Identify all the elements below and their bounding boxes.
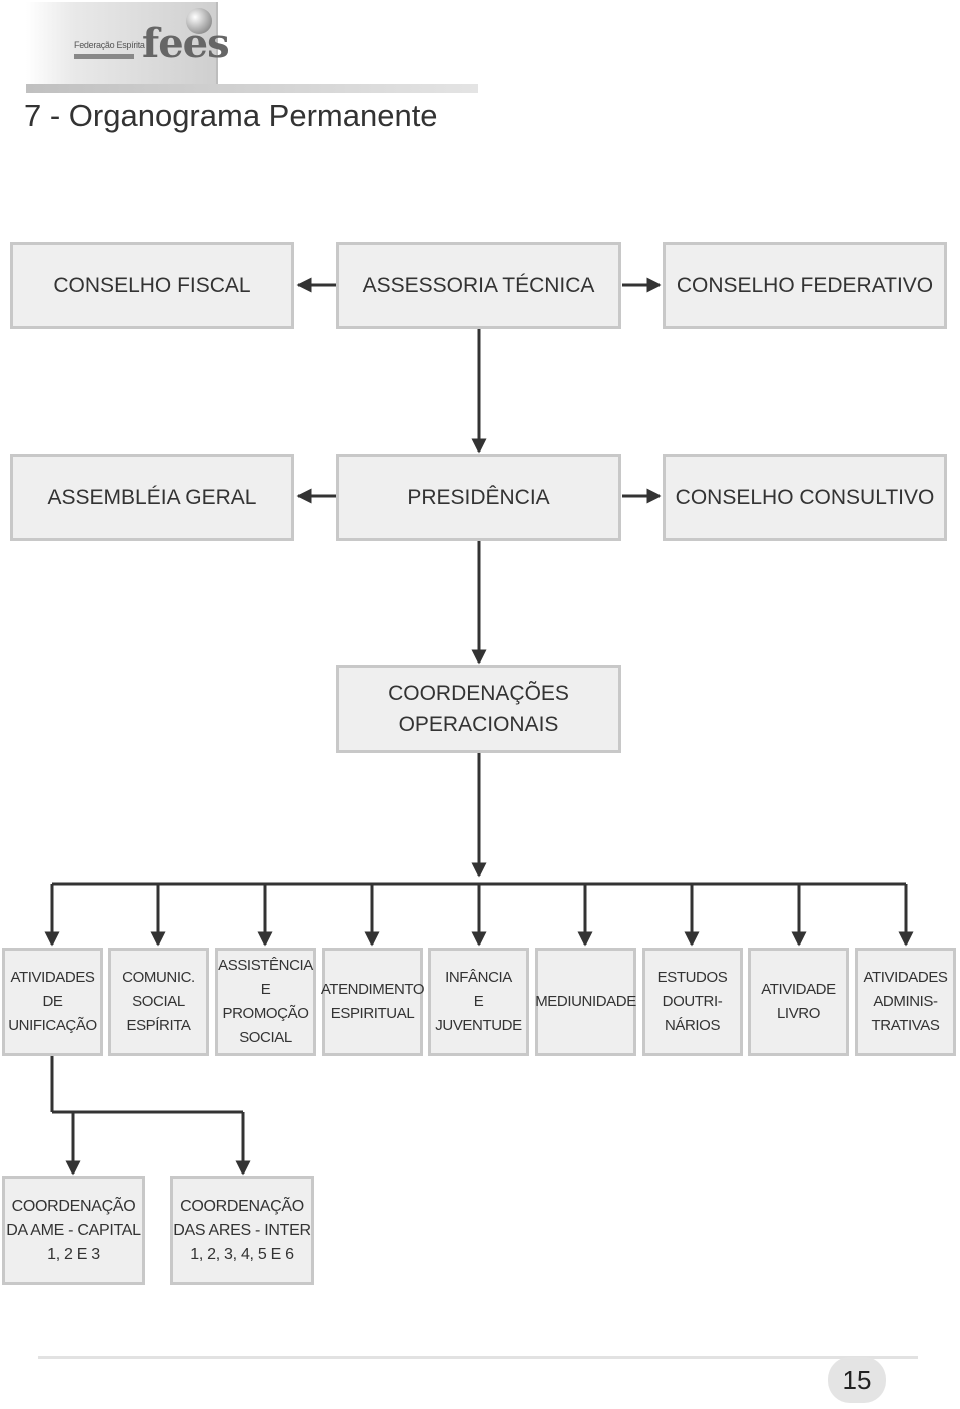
box-coordenacao-ares: COORDENAÇÃO DAS ARES - INTER 1, 2, 3, 4,…	[170, 1176, 314, 1285]
unit-label: ESTUDOS DOUTRI- NÁRIOS	[657, 969, 728, 1034]
logo-underline	[74, 54, 134, 59]
box-conselho-federativo: CONSELHO FEDERATIVO	[663, 242, 947, 329]
label-conselho-consultivo: CONSELHO CONSULTIVO	[675, 485, 935, 509]
sub-label: COORDENAÇÃO DA AME - CAPITAL 1, 2 E 3	[6, 1197, 141, 1263]
box-conselho-fiscal: CONSELHO FISCAL	[10, 242, 294, 329]
unit-label: ATIVIDADES DE UNIFICAÇÃO	[8, 969, 97, 1034]
unit-label: ATENDIMENTO ESPIRITUAL	[320, 981, 425, 1022]
box-coordenacoes-operacionais: COORDENAÇÕES OPERACIONAIS	[336, 665, 621, 753]
footer-line	[38, 1356, 918, 1359]
unit-estudos: ESTUDOS DOUTRI- NÁRIOS	[642, 948, 743, 1056]
globe-icon	[186, 8, 212, 34]
logo: Federação Espírita fees	[26, 2, 230, 84]
unit-mediunidade: MEDIUNIDADE	[535, 948, 636, 1056]
label-coordenacoes-line2: OPERACIONAIS	[398, 713, 559, 736]
box-coordenacao-ame: COORDENAÇÃO DA AME - CAPITAL 1, 2 E 3	[2, 1176, 145, 1285]
logo-small-text: Federação Espírita	[74, 40, 145, 50]
title-bar	[26, 84, 478, 93]
unit-atividades-administrativas: ATIVIDADES ADMINIS- TRATIVAS	[855, 948, 956, 1056]
unit-comunic-social: COMUNIC. SOCIAL ESPÍRITA	[108, 948, 209, 1056]
unit-label: ATIVIDADE LIVRO	[761, 981, 836, 1022]
label-assessoria-tecnica: ASSESSORIA TÉCNICA	[362, 273, 595, 297]
label-coordenacoes-line1: COORDENAÇÕES	[388, 682, 569, 705]
box-assembleia-geral: ASSEMBLÉIA GERAL	[10, 454, 294, 541]
unit-atendimento: ATENDIMENTO ESPIRITUAL	[320, 948, 425, 1056]
label-presidencia: PRESIDÊNCIA	[407, 485, 550, 509]
unit-infancia: INFÂNCIA E JUVENTUDE	[428, 948, 529, 1056]
unit-atividade-livro: ATIVIDADE LIVRO	[748, 948, 849, 1056]
unit-label: COMUNIC. SOCIAL ESPÍRITA	[122, 969, 195, 1034]
box-presidencia: PRESIDÊNCIA	[336, 454, 621, 541]
sub-label: COORDENAÇÃO DAS ARES - INTER 1, 2, 3, 4,…	[173, 1197, 311, 1263]
page-number: 15	[828, 1357, 886, 1403]
unit-assistencia: ASSISTÊNCIA E PROMOÇÃO SOCIAL	[215, 948, 316, 1056]
label-conselho-federativo: CONSELHO FEDERATIVO	[676, 273, 934, 297]
unit-atividades-unificacao: ATIVIDADES DE UNIFICAÇÃO	[2, 948, 103, 1056]
unit-label: MEDIUNIDADE	[535, 993, 636, 1010]
box-assessoria-tecnica: ASSESSORIA TÉCNICA	[336, 242, 621, 329]
label-assembleia-geral: ASSEMBLÉIA GERAL	[47, 485, 257, 509]
page-title: 7 - Organograma Permanente	[24, 98, 438, 133]
unit-label: INFÂNCIA E JUVENTUDE	[435, 969, 522, 1034]
unit-label: ATIVIDADES ADMINIS- TRATIVAS	[863, 969, 948, 1034]
box-conselho-consultivo: CONSELHO CONSULTIVO	[663, 454, 947, 541]
label-conselho-fiscal: CONSELHO FISCAL	[53, 273, 251, 297]
logo-text: fees	[142, 20, 230, 67]
unit-label: ASSISTÊNCIA E PROMOÇÃO SOCIAL	[218, 957, 313, 1046]
